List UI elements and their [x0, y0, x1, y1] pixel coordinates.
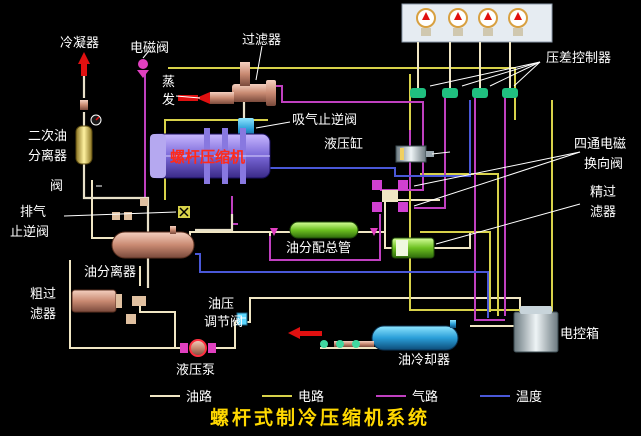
- temp-lines: [195, 100, 489, 318]
- legend-label: 电路: [298, 389, 324, 405]
- legend-item: 油路: [150, 389, 212, 405]
- legend-item: 温度: [480, 389, 542, 405]
- label-four-way-valve: 四通电磁 换向阀: [574, 137, 626, 172]
- svg-text:止逆阀: 止逆阀: [10, 224, 49, 240]
- oil-cooler: [288, 320, 459, 351]
- label-fine-filter: 精过 滤器: [590, 185, 616, 220]
- label-valve: 阀: [50, 179, 63, 194]
- label-pressure-controller: 压差控制器: [546, 51, 611, 66]
- oil-pump: [180, 339, 216, 357]
- gauge-1: [416, 8, 436, 36]
- legend-label: 油路: [186, 389, 212, 405]
- svg-text:蒸: 蒸: [162, 75, 175, 90]
- label-control-box: 电控箱: [560, 326, 599, 342]
- gauge-3: [478, 8, 498, 36]
- fine-filter: [391, 237, 435, 259]
- gas-lines: [144, 72, 506, 321]
- discharge-check-valve: [178, 206, 190, 218]
- svg-text:发: 发: [162, 92, 175, 108]
- oil-manifold: [270, 221, 378, 239]
- diagram-title: 螺杆式制冷压缩机系统: [210, 406, 430, 429]
- gauge-panel: [401, 3, 553, 43]
- svg-text:分离器: 分离器: [28, 148, 67, 164]
- svg-text:排气: 排气: [20, 204, 46, 220]
- svg-text:二次油: 二次油: [28, 128, 67, 144]
- discharge-valves: [112, 198, 148, 220]
- oil-separator: [111, 226, 195, 259]
- legend-label: 气路: [412, 389, 438, 405]
- label-compressor: 螺杆压缩机: [170, 148, 245, 166]
- legend-item: 电路: [262, 389, 324, 405]
- hydraulic-cylinder: [395, 145, 434, 163]
- label-evaporator: 蒸 发: [162, 75, 175, 108]
- screw-compressor: [149, 128, 271, 184]
- oil-pressure-valve: [236, 312, 248, 326]
- control-box: [513, 306, 559, 353]
- svg-text:换向阀: 换向阀: [584, 156, 623, 172]
- label-oil-cooler: 油冷却器: [398, 353, 450, 368]
- electric-lines: [144, 67, 553, 321]
- svg-text:粗过: 粗过: [30, 287, 56, 302]
- legend-item: 气路: [376, 389, 438, 405]
- label-hydraulic-cylinder: 液压缸: [324, 136, 363, 152]
- coarse-filter: [71, 289, 146, 324]
- svg-text:精过: 精过: [590, 185, 616, 200]
- gauge-2: [448, 8, 468, 36]
- label-filter: 过滤器: [242, 33, 281, 48]
- secondary-oil-separator: [75, 100, 102, 165]
- condenser-arrow: [78, 52, 90, 76]
- pressure-controllers: [410, 42, 541, 98]
- legend: 油路 电路 气路 温度: [150, 389, 542, 405]
- label-suction-check-valve: 吸气止逆阀: [292, 112, 357, 128]
- label-oil-separator: 油分离器: [84, 264, 136, 280]
- label-coarse-filter: 粗过 滤器: [30, 287, 56, 322]
- label-condenser: 冷凝器: [60, 35, 99, 51]
- svg-text:油压: 油压: [208, 297, 234, 312]
- legend-label: 温度: [516, 389, 542, 405]
- svg-text:四通电磁: 四通电磁: [574, 137, 626, 152]
- svg-text:滤器: 滤器: [590, 205, 616, 220]
- label-secondary-separator: 二次油 分离器: [28, 128, 67, 164]
- label-discharge-check-valve: 排气 止逆阀: [10, 204, 49, 240]
- leader-lines: [63, 45, 581, 319]
- svg-text:滤器: 滤器: [30, 307, 56, 322]
- filter: [178, 62, 276, 106]
- svg-text:调节阀: 调节阀: [204, 315, 243, 330]
- label-oil-pump: 液压泵: [176, 363, 215, 378]
- solenoid-valve: [137, 59, 149, 78]
- label-oil-pressure-valve: 油压 调节阀: [204, 297, 243, 330]
- four-way-valves: [372, 180, 408, 212]
- label-solenoid-valve: 电磁阀: [130, 41, 169, 56]
- gauge-4: [508, 8, 528, 36]
- label-oil-manifold: 油分配总管: [286, 241, 351, 256]
